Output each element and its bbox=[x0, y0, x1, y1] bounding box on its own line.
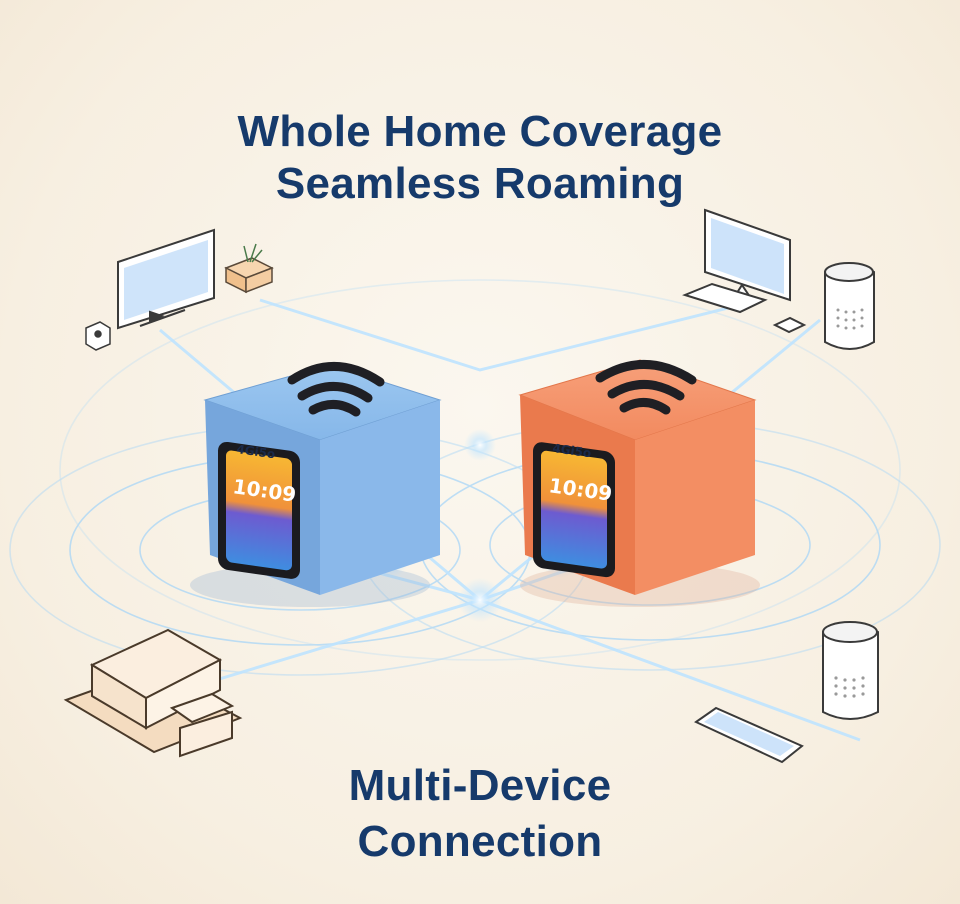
headline-line: Whole Home Coverage bbox=[237, 107, 723, 156]
bottom-headline: Multi-Device Connection bbox=[0, 758, 960, 870]
wifi-icon bbox=[287, 362, 385, 417]
smartphone-icon bbox=[694, 706, 804, 764]
smart-plug-icon bbox=[85, 321, 111, 351]
beam-node bbox=[458, 578, 502, 622]
plant-box-icon bbox=[224, 243, 274, 294]
headline-line: Seamless Roaming bbox=[275, 159, 685, 208]
headline-line: Connection bbox=[357, 817, 603, 866]
headline-line: Multi-Device bbox=[348, 761, 612, 810]
router-brand-label: 4Gi5o bbox=[552, 441, 592, 460]
router-brand-label: 4Gi5o bbox=[236, 442, 276, 461]
beam-node bbox=[464, 429, 496, 461]
top-headline: Whole Home Coverage Seamless Roaming bbox=[0, 106, 960, 210]
desktop-computer-icon bbox=[682, 208, 807, 334]
wifi-icon bbox=[595, 360, 697, 415]
smart-speaker-icon bbox=[824, 262, 875, 350]
smart-speaker-icon bbox=[822, 621, 879, 720]
router-right: 4Gi5o 10:09 bbox=[518, 359, 760, 607]
router-left: 4Gi5o 10:09 bbox=[190, 362, 442, 607]
tv-icon bbox=[117, 228, 215, 330]
sofa-icon bbox=[63, 628, 243, 758]
